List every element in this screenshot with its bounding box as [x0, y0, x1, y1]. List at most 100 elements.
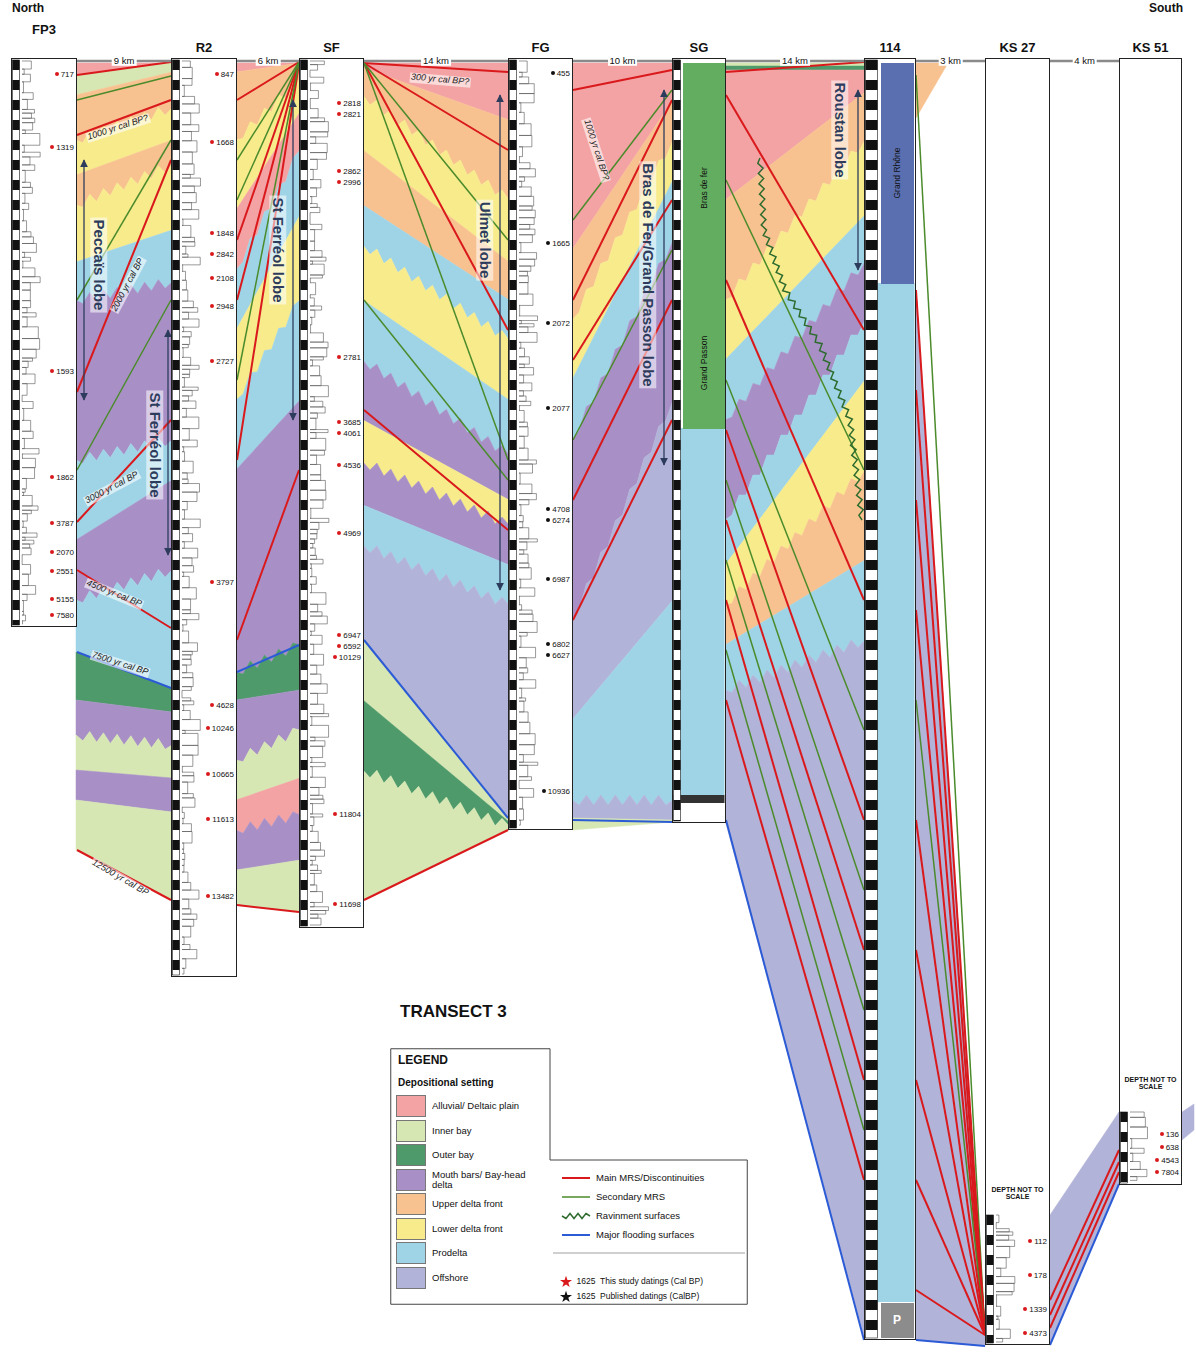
flooding-surface [364, 640, 508, 818]
scale-block [173, 240, 180, 250]
scale-bar [13, 60, 20, 625]
scale-block [674, 160, 681, 170]
date-value: 1668 [210, 139, 234, 147]
scale-block [301, 560, 308, 570]
ravinment-surface [758, 158, 863, 520]
date-value: 7804 [1155, 1169, 1179, 1177]
scale-block [674, 700, 681, 710]
main-mrs-line [1050, 1172, 1119, 1328]
scale-block [866, 1320, 878, 1330]
scale-block [866, 580, 878, 590]
unit-name: Bras de fer [700, 167, 709, 209]
scale-block [510, 240, 517, 250]
scale-block [173, 720, 180, 730]
date-value: 112 [1028, 1238, 1047, 1246]
scale-block [510, 300, 517, 310]
scale-block [866, 660, 878, 670]
scale-block [510, 360, 517, 370]
scale-bar [173, 60, 180, 975]
core-ground [299, 58, 364, 928]
scale-block [510, 640, 517, 650]
scale-block [173, 220, 180, 230]
date-value: 3787 [50, 520, 74, 528]
core-column: KS 27DEPTH NOT TO SCALE11217813394373 [985, 58, 1050, 1345]
line-sample [562, 1196, 590, 1198]
age-label: 4500 yr cal BP [84, 578, 144, 610]
scale-block [13, 560, 20, 570]
secondary-mrs-line [726, 650, 864, 1130]
legend-label: Lower delta front [432, 1223, 544, 1233]
scale-block [987, 1315, 994, 1325]
scale-block [674, 520, 681, 530]
core-column: FP371713191593186237872070255151557580 [11, 58, 77, 627]
core-ground [985, 58, 1050, 1345]
scale-block [13, 600, 20, 610]
main-mrs-line [573, 70, 672, 90]
scale-block [13, 440, 20, 450]
scale-block [13, 280, 20, 290]
date-value: 2072 [546, 320, 570, 328]
scale-block [866, 820, 878, 830]
lobe-name: Ulmet lobe [477, 200, 494, 281]
secondary-mrs-line [726, 380, 864, 730]
date-value: 4373 [1023, 1330, 1047, 1338]
scale-block [301, 120, 308, 130]
secondary-mrs-line [573, 250, 672, 440]
date-value: 178 [1028, 1272, 1047, 1280]
main-mrs-line [573, 300, 672, 500]
scale-block [173, 760, 180, 770]
dating-star [560, 1291, 572, 1302]
date-value: 1862 [50, 474, 74, 482]
scale-block [173, 440, 180, 450]
main-mrs-line [364, 63, 508, 330]
scale-block [866, 1060, 878, 1070]
scale-block [301, 620, 308, 630]
scale-block [301, 260, 308, 270]
scale-block [674, 560, 681, 570]
scale-block [674, 140, 681, 150]
lobe-name: St Ferréol lobe [270, 195, 287, 304]
scale-block [510, 680, 517, 690]
facies-band [572, 795, 673, 820]
legend-label: Inner bay [432, 1125, 544, 1135]
scale-block [866, 180, 878, 190]
sample-number: 1625 [577, 1292, 596, 1301]
scale-block [301, 440, 308, 450]
lobe-name: St Ferréol lobe [147, 390, 164, 499]
unit-fill [674, 428, 725, 795]
lobe-name: Peccaïs lobe [91, 218, 108, 313]
scale-block [866, 740, 878, 750]
scale-block [173, 300, 180, 310]
scale-block [866, 1020, 878, 1030]
scale-block [866, 960, 878, 970]
scale-block [173, 600, 180, 610]
core-column: Grand RhôneP114 [864, 58, 916, 1340]
legend-label: Prodelta [432, 1248, 544, 1258]
scale-block [674, 180, 681, 190]
facies-band [572, 818, 673, 830]
legend-label: Alluvial/ Deltaic plain [432, 1101, 544, 1111]
core-column: FG45516652072207747086274698768026627109… [508, 58, 573, 830]
scale-block [866, 1260, 878, 1270]
flooding-surface [573, 820, 672, 822]
scale-block [866, 60, 878, 70]
main-mrs-line [364, 830, 508, 900]
scale-block [1121, 1112, 1128, 1122]
scale-block [13, 480, 20, 490]
main-mrs-line [237, 470, 299, 640]
scale-block [173, 380, 180, 390]
scale-block [866, 1300, 878, 1310]
secondary-mrs-line [77, 76, 171, 100]
scale-block [510, 700, 517, 710]
scale-block [674, 280, 681, 290]
scale-block [866, 240, 878, 250]
scale-block [987, 1255, 994, 1265]
date-value: 2821 [337, 111, 361, 119]
scale-block [987, 1275, 994, 1285]
core-name: R2 [196, 41, 213, 54]
scale-block [674, 580, 681, 590]
scale-block [13, 60, 20, 70]
scale-block [301, 400, 308, 410]
main-mrs-line [916, 390, 985, 1335]
age-label: 1000 yr cal BP? [581, 117, 611, 182]
